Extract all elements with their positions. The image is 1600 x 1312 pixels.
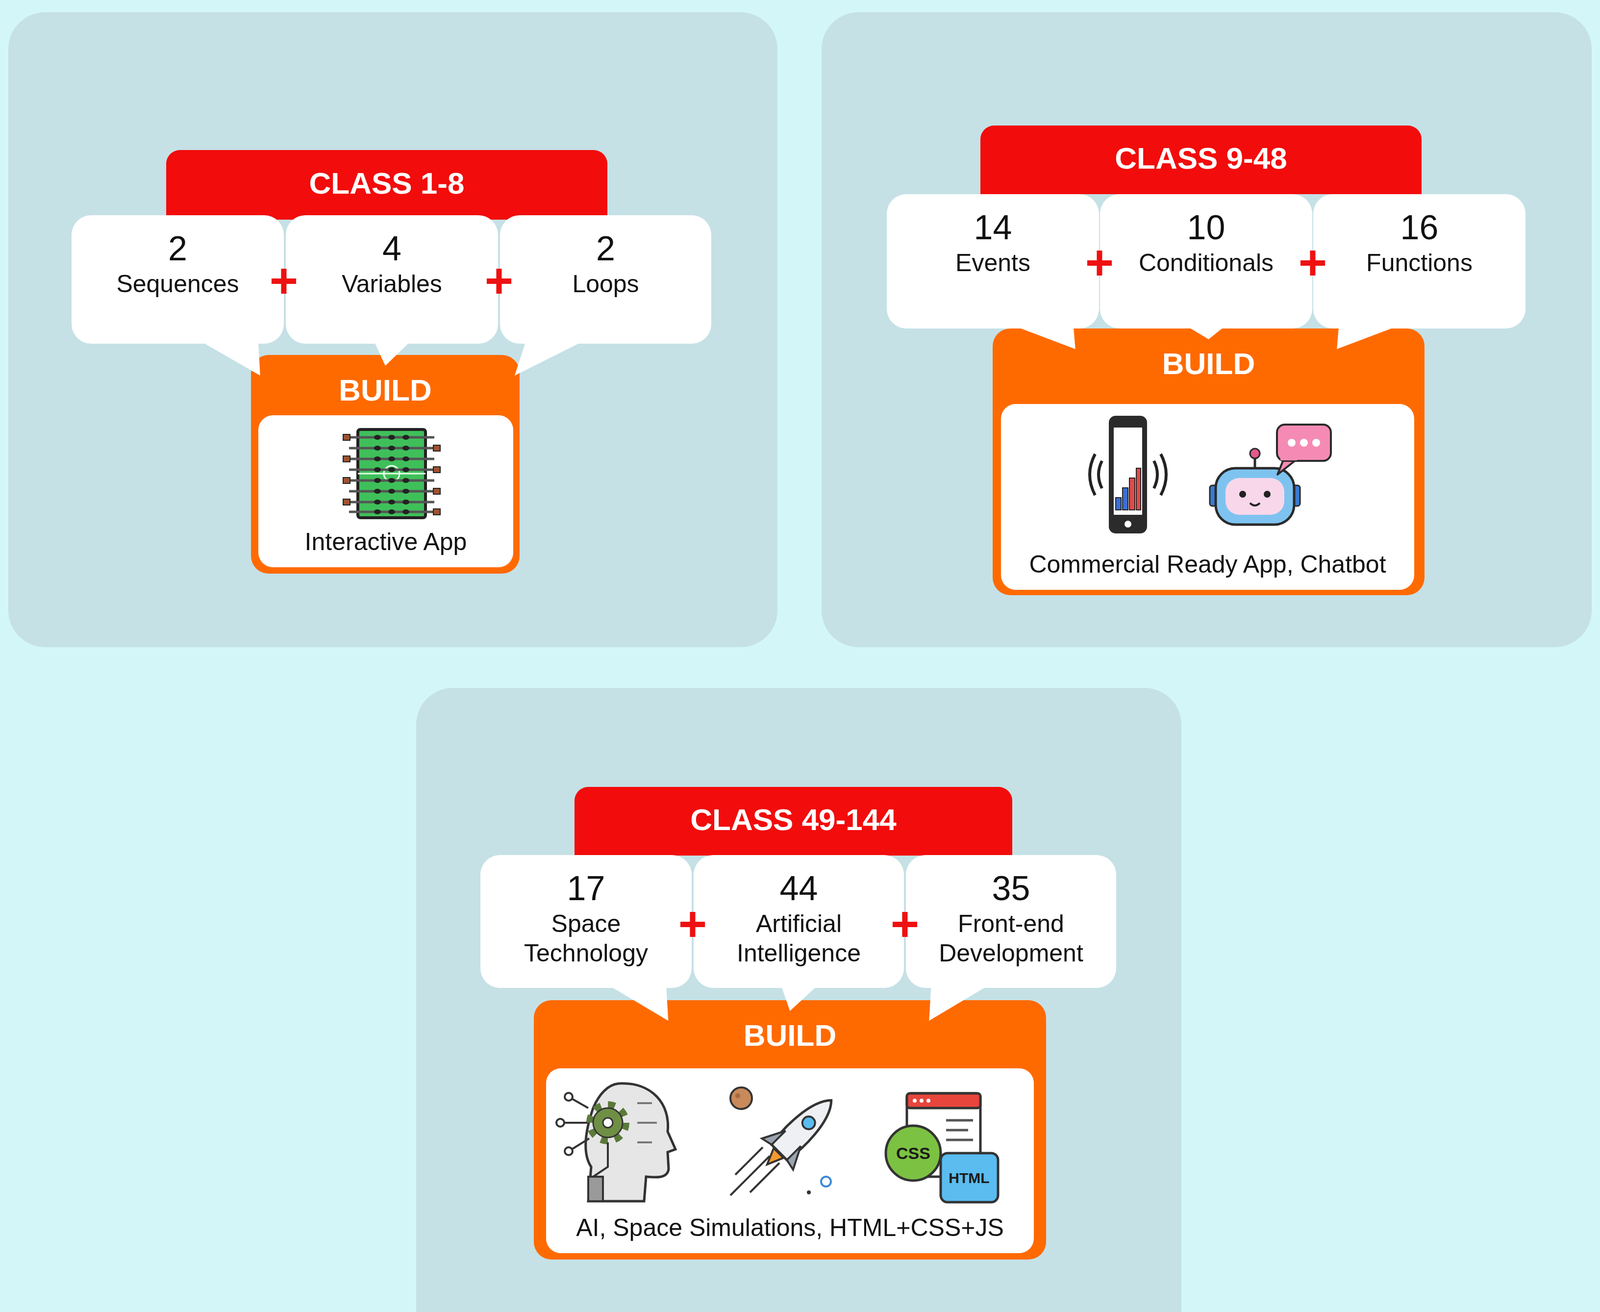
topic-box: 4Variables	[285, 215, 499, 344]
callout-tail	[1189, 327, 1224, 340]
count-number: 2	[79, 227, 276, 270]
callout-tail	[781, 986, 817, 1011]
box-text: CLASS 9-48	[1114, 141, 1287, 175]
class-band: CLASS 49-144	[574, 786, 1013, 856]
plus-sign: +	[484, 255, 514, 305]
topic-box: 14Events	[886, 194, 1100, 329]
box-text: Artificial Intelligence	[715, 908, 883, 968]
panel	[8, 12, 778, 648]
box-text: Functions	[1321, 248, 1518, 278]
count-number: 10	[1107, 206, 1305, 249]
box-text: Loops	[507, 269, 704, 299]
ai-head-icon	[556, 1083, 676, 1201]
foosball-icon	[343, 429, 441, 518]
count-number: 2	[507, 227, 704, 270]
icon-text: CSS	[896, 1144, 931, 1162]
icon-text: HTML	[948, 1170, 990, 1186]
box-text: Commercial Ready App, Chatbot	[1005, 549, 1410, 579]
topic-box: 16Functions	[1313, 194, 1526, 329]
box-text: Front-end Development	[927, 908, 1095, 968]
phone-icon	[1089, 415, 1167, 534]
box-text: CLASS 1-8	[309, 166, 465, 200]
topic-box: 44Artificial Intelligence	[693, 854, 904, 988]
count-number: 4	[293, 227, 491, 270]
callout-tail	[514, 342, 581, 376]
callout-tail	[202, 342, 260, 376]
build-box: BUILD Interactive App	[250, 354, 520, 574]
callout-tail	[1336, 327, 1394, 350]
box-text: Variables	[293, 269, 491, 299]
plus-sign: +	[890, 899, 920, 949]
count-number: 44	[701, 867, 897, 909]
box-text: CLASS 49-144	[690, 802, 897, 837]
class-band: CLASS 9-48	[980, 125, 1422, 195]
class-band: CLASS 1-8	[166, 150, 608, 220]
panel	[821, 12, 1592, 648]
topic-box: 2Sequences	[71, 215, 284, 344]
build-box: BUILD Commercial Ready App, Chatbot	[992, 328, 1425, 596]
box-text: Conditionals	[1107, 248, 1305, 278]
topic-box: 35Front-end Development	[905, 854, 1117, 988]
box-text: Sequences	[79, 269, 276, 299]
box-text: Space Technology	[502, 908, 670, 968]
topic-box: 17Space Technology	[480, 854, 692, 988]
box-text: BUILD	[992, 346, 1425, 381]
count-number: 17	[488, 867, 684, 909]
web-icon	[885, 1093, 999, 1202]
callout-tail	[1018, 327, 1075, 350]
plus-sign: +	[1298, 237, 1327, 287]
plus-sign: +	[269, 255, 299, 305]
box-text: Events	[894, 248, 1092, 278]
panel	[416, 687, 1182, 1312]
rocket-icon	[730, 1084, 848, 1196]
project-box: Commercial Ready App, Chatbot	[1000, 403, 1415, 590]
callout-tail	[375, 342, 410, 366]
box-text: BUILD	[250, 372, 520, 408]
robot-icon	[1209, 424, 1331, 525]
count-number: 14	[894, 206, 1092, 249]
count-number: 35	[913, 867, 1109, 909]
build-box: BUILD AI, Space Simulations, HTML+CSS+JS	[533, 1000, 1047, 1260]
box-text: Interactive App	[263, 526, 509, 557]
project-box: Interactive App	[258, 415, 514, 568]
box-text: AI, Space Simulations, HTML+CSS+JS	[550, 1212, 1029, 1243]
callout-tail	[928, 986, 986, 1021]
count-number: 16	[1321, 206, 1518, 249]
callout-tail	[611, 986, 669, 1021]
plus-sign: +	[678, 899, 707, 949]
box-text: BUILD	[533, 1017, 1047, 1053]
topic-box: 10Conditionals	[1100, 194, 1313, 329]
topic-box: 2Loops	[500, 215, 712, 344]
plus-sign: +	[1085, 237, 1114, 287]
project-box: AI, Space Simulations, HTML+CSS+JS	[546, 1068, 1034, 1253]
